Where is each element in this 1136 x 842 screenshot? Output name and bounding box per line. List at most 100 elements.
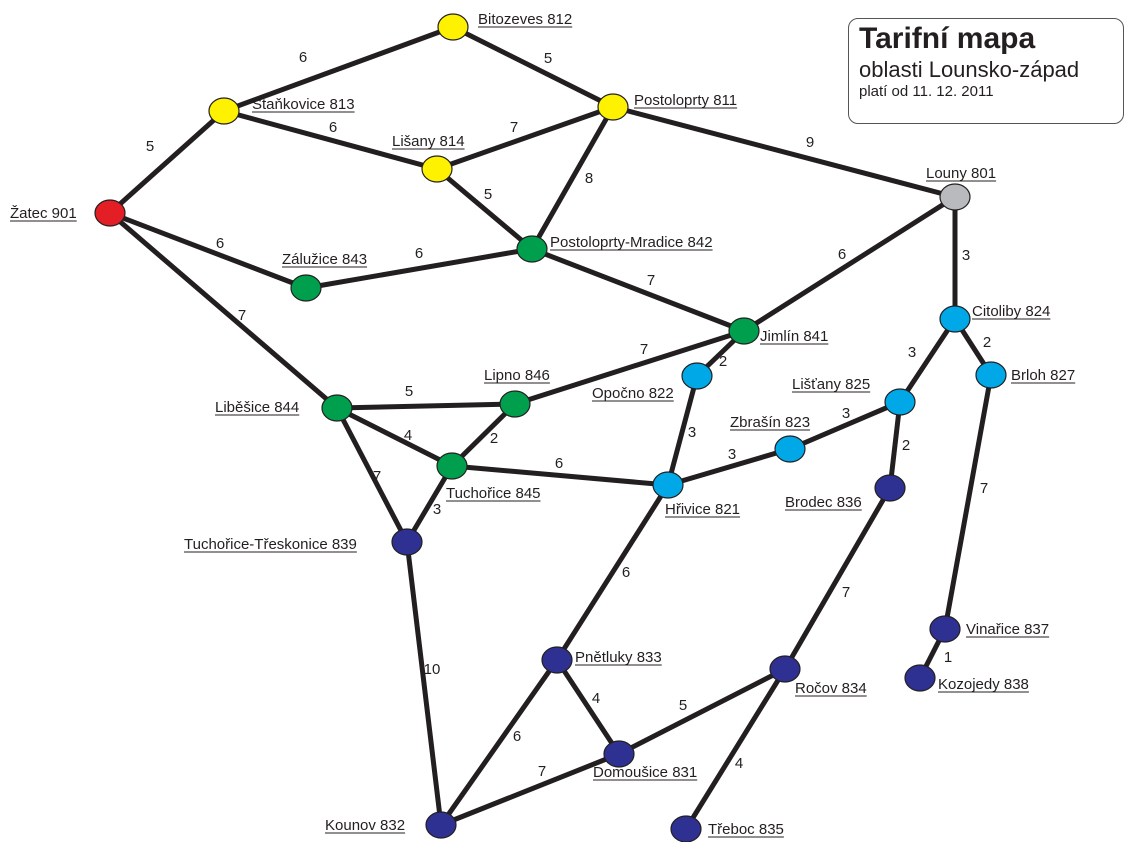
connection-zbrasin-listany	[787, 399, 903, 452]
edge-weight: 6	[415, 245, 423, 262]
stop-label-zatec: Žatec 901	[10, 205, 77, 222]
connection-lipno-tuchorice	[449, 401, 518, 469]
stop-marker-jimlin[interactable]	[728, 317, 760, 345]
stop-marker-listany[interactable]	[884, 388, 916, 416]
edge-weight: 7	[510, 119, 518, 136]
edge-weight: 10	[424, 661, 441, 678]
edge-weight: 1	[944, 649, 952, 666]
stop-marker-treboc[interactable]	[670, 815, 702, 842]
connection-libesice-tuchorice	[334, 405, 455, 469]
connection-rocov-domousice	[616, 666, 788, 757]
connection-postoloprty-louny	[610, 104, 958, 200]
stop-marker-postoloprty[interactable]	[597, 93, 629, 121]
stop-label-vinarice: Vinařice 837	[966, 621, 1049, 638]
edge-weight: 4	[592, 690, 600, 707]
edge-weight: 2	[719, 353, 727, 370]
stop-marker-domousice[interactable]	[603, 740, 635, 768]
stop-label-listany: Lišťany 825	[792, 376, 870, 393]
edge-weight: 7	[647, 272, 655, 289]
stop-marker-bitozeves[interactable]	[437, 13, 469, 41]
connections-layer	[107, 24, 994, 832]
stop-label-zbrasin: Zbrašín 823	[730, 414, 810, 431]
edge-weight: 3	[688, 424, 696, 441]
edge-weight: 2	[902, 437, 910, 454]
stop-marker-mradice[interactable]	[516, 235, 548, 263]
stop-marker-brodec[interactable]	[874, 474, 906, 502]
connection-lisany-postoloprty	[434, 104, 616, 172]
stop-label-bitozeves: Bitozeves 812	[478, 11, 572, 28]
edge-weight: 6	[329, 119, 337, 136]
stop-label-rocov: Ročov 834	[795, 680, 867, 697]
connection-lisany-mradice	[434, 166, 535, 252]
stop-label-treboc: Třeboc 835	[708, 821, 784, 838]
connection-brloh-vinarice	[942, 372, 994, 632]
stop-marker-zatec[interactable]	[94, 199, 126, 227]
edge-weight: 3	[962, 247, 970, 264]
connection-opocno-hrivice	[665, 373, 700, 488]
stop-marker-lipno[interactable]	[499, 390, 531, 418]
stop-marker-stankovice[interactable]	[208, 97, 240, 125]
stop-marker-opocno[interactable]	[681, 362, 713, 390]
edge-weight: 2	[983, 334, 991, 351]
edge-weight: 5	[679, 697, 687, 714]
edge-weight: 8	[585, 170, 593, 187]
connection-tuchorice-hrivice	[449, 463, 671, 488]
stop-label-kounov: Kounov 832	[325, 817, 405, 834]
edge-weight: 7	[640, 341, 648, 358]
connection-stankovice-zatec	[107, 108, 227, 216]
stop-label-jimlin: Jimlín 841	[760, 328, 828, 345]
stop-marker-zaluzice[interactable]	[290, 274, 322, 302]
stop-label-lipno: Lipno 846	[484, 367, 550, 384]
stop-label-brloh: Brloh 827	[1011, 367, 1075, 384]
connection-brodec-rocov	[782, 485, 893, 672]
stop-label-libesice: Liběšice 844	[215, 399, 299, 416]
edge-weight: 4	[404, 427, 412, 444]
stop-marker-zbrasin[interactable]	[774, 435, 806, 463]
connection-zatec-libesice	[107, 210, 340, 411]
edge-weight: 7	[238, 307, 246, 324]
stop-marker-lisany[interactable]	[421, 155, 453, 183]
stop-marker-louny[interactable]	[939, 183, 971, 211]
stop-marker-pnetluky[interactable]	[541, 646, 573, 674]
edge-weight: 6	[216, 235, 224, 252]
stop-marker-hrivice[interactable]	[652, 471, 684, 499]
connection-zaluzice-mradice	[303, 246, 535, 291]
connection-libesice-treskonice	[334, 405, 410, 545]
connection-pnetluky-domousice	[554, 657, 622, 757]
stops-layer	[94, 13, 1007, 842]
stop-label-lisany: Lišany 814	[392, 133, 465, 150]
edge-weight: 7	[842, 584, 850, 601]
stop-label-brodec: Brodec 836	[785, 494, 862, 511]
connection-jimlin-lipno	[512, 328, 747, 407]
edge-weight: 6	[513, 728, 521, 745]
stop-marker-tuchorice[interactable]	[436, 452, 468, 480]
edge-weight: 7	[980, 480, 988, 497]
stop-marker-brloh[interactable]	[975, 361, 1007, 389]
stop-label-pnetluky: Pnětluky 833	[575, 649, 662, 666]
stop-label-domousice: Domoušice 831	[593, 764, 697, 781]
connection-citoliby-listany	[897, 316, 958, 405]
stop-label-treskonice: Tuchořice-Třeskonice 839	[184, 536, 357, 553]
edge-weight: 7	[538, 763, 546, 780]
stop-label-stankovice: Staňkovice 813	[252, 96, 355, 113]
stop-label-hrivice: Hřivice 821	[665, 501, 740, 518]
edge-weight: 9	[806, 134, 814, 151]
connection-louny-jimlin	[741, 194, 958, 334]
stop-label-postoloprty: Postoloprty 811	[634, 92, 737, 109]
map-title: Tarifní mapa	[859, 22, 1036, 55]
stop-marker-kozojedy[interactable]	[904, 664, 936, 692]
connection-libesice-lipno	[334, 401, 518, 411]
connection-postoloprty-mradice	[529, 104, 616, 252]
stop-label-kozojedy: Kozojedy 838	[938, 676, 1029, 693]
edge-weight: 5	[484, 186, 492, 203]
stop-marker-citoliby[interactable]	[939, 305, 971, 333]
stop-marker-vinarice[interactable]	[929, 615, 961, 643]
connection-bitozeves-stankovice	[221, 24, 456, 114]
stop-marker-kounov[interactable]	[425, 811, 457, 839]
stop-marker-libesice[interactable]	[321, 394, 353, 422]
stop-marker-treskonice[interactable]	[391, 528, 423, 556]
stop-marker-rocov[interactable]	[769, 655, 801, 683]
